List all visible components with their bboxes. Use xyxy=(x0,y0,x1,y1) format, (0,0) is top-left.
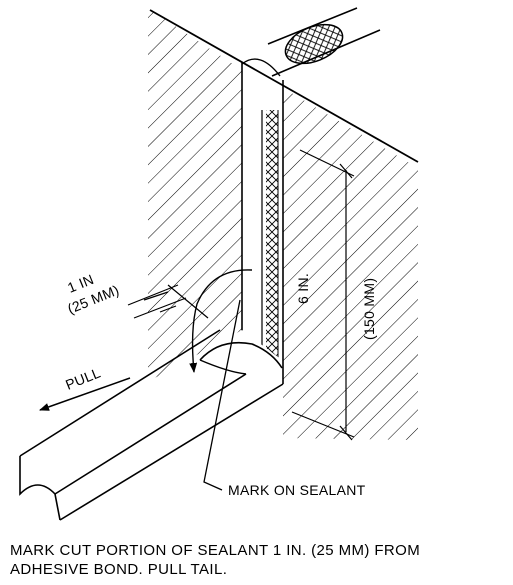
length-dimension xyxy=(291,149,355,441)
bend-arrow xyxy=(189,269,253,373)
caption-line-1: MARK CUT PORTION OF SEALANT 1 IN. (25 MM… xyxy=(10,542,420,559)
wall-top-edge xyxy=(149,9,419,163)
mark-label: MARK ON SEALANT xyxy=(228,482,366,498)
caption-line-2: ADHESIVE BOND. PULL TAIL. xyxy=(10,561,227,578)
left-wall-section xyxy=(148,8,242,420)
pull-arrow xyxy=(39,377,131,411)
pull-label: PULL xyxy=(63,364,103,392)
length-label-mm: (150 MM) xyxy=(361,278,377,340)
width-dimension xyxy=(127,284,209,319)
sealant-bead xyxy=(241,58,281,360)
length-label-in: 6 IN. xyxy=(295,273,311,304)
sealant-tail xyxy=(19,329,284,521)
backer-rod xyxy=(267,7,381,77)
mark-leader xyxy=(203,299,241,491)
right-wall-section xyxy=(283,88,418,440)
